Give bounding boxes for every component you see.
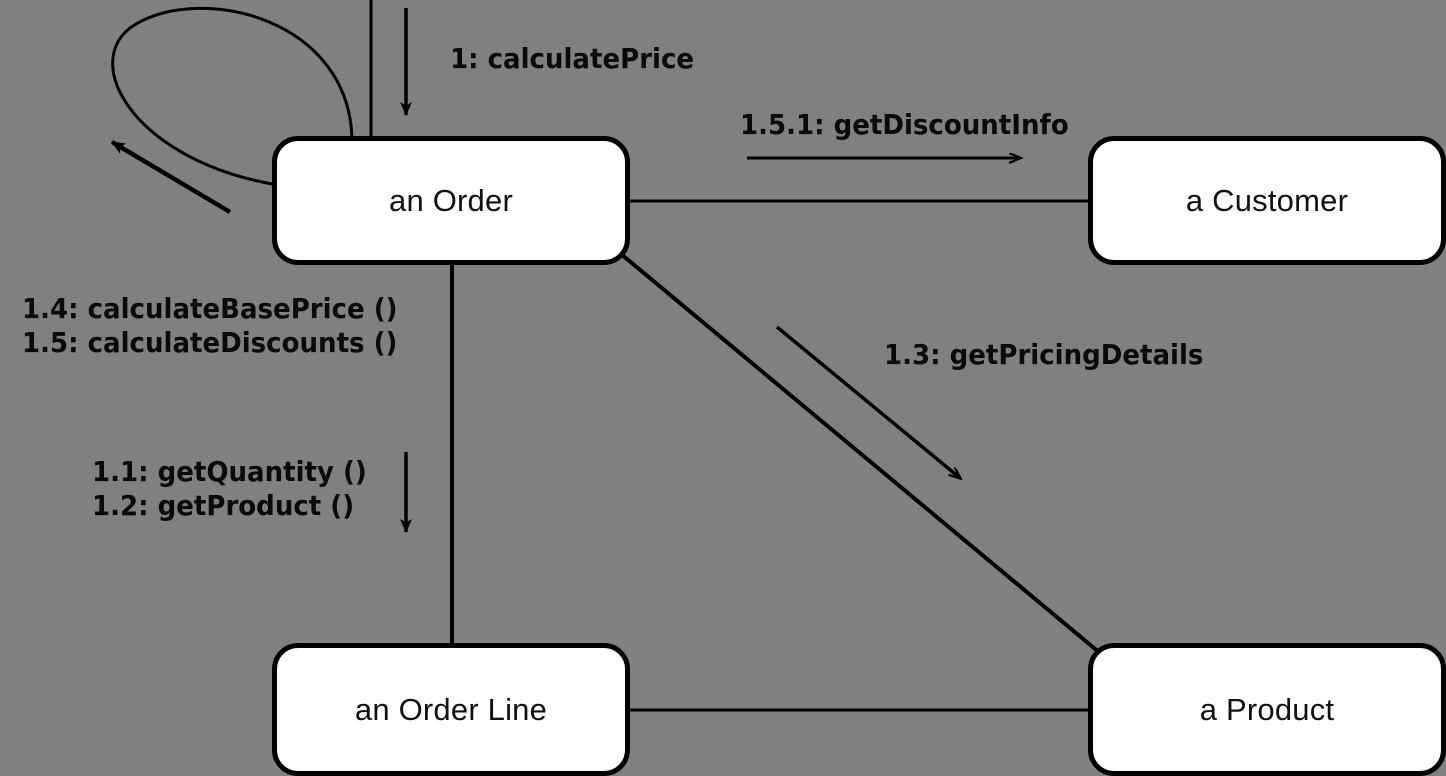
- object-node-an-order[interactable]: an Order: [272, 136, 630, 265]
- object-label-an-order: an Order: [389, 182, 513, 218]
- object-label-a-customer: a Customer: [1185, 182, 1349, 218]
- object-label-a-product: a Product: [1199, 691, 1335, 727]
- object-node-an-order-line[interactable]: an Order Line: [272, 643, 630, 776]
- object-node-a-customer[interactable]: a Customer: [1088, 136, 1446, 265]
- message-label-group-order-self-calls: 1.4: calculateBasePrice () 1.5: calculat…: [22, 292, 398, 360]
- message-label-calculate-base-price: 1.4: calculateBasePrice (): [22, 292, 398, 325]
- link-order-product: [619, 252, 1102, 655]
- message-label-calculate-price: 1: calculatePrice: [450, 42, 695, 75]
- message-label-get-pricing-details: 1.3: getPricingDetails: [884, 338, 1204, 371]
- object-label-an-order-line: an Order Line: [354, 691, 548, 727]
- message-label-get-quantity: 1.1: getQuantity (): [92, 455, 367, 488]
- message-label-get-product: 1.2: getProduct (): [92, 489, 355, 523]
- object-node-a-product[interactable]: a Product: [1088, 643, 1446, 776]
- message-label-calculate-discounts: 1.5: calculateDiscounts (): [22, 326, 398, 360]
- message-label-get-discount-info: 1.5.1: getDiscountInfo: [740, 108, 1069, 141]
- arrow-order-self-calls: [110, 140, 232, 214]
- message-label-group-orderline-calls: 1.1: getQuantity () 1.2: getProduct (): [92, 455, 367, 523]
